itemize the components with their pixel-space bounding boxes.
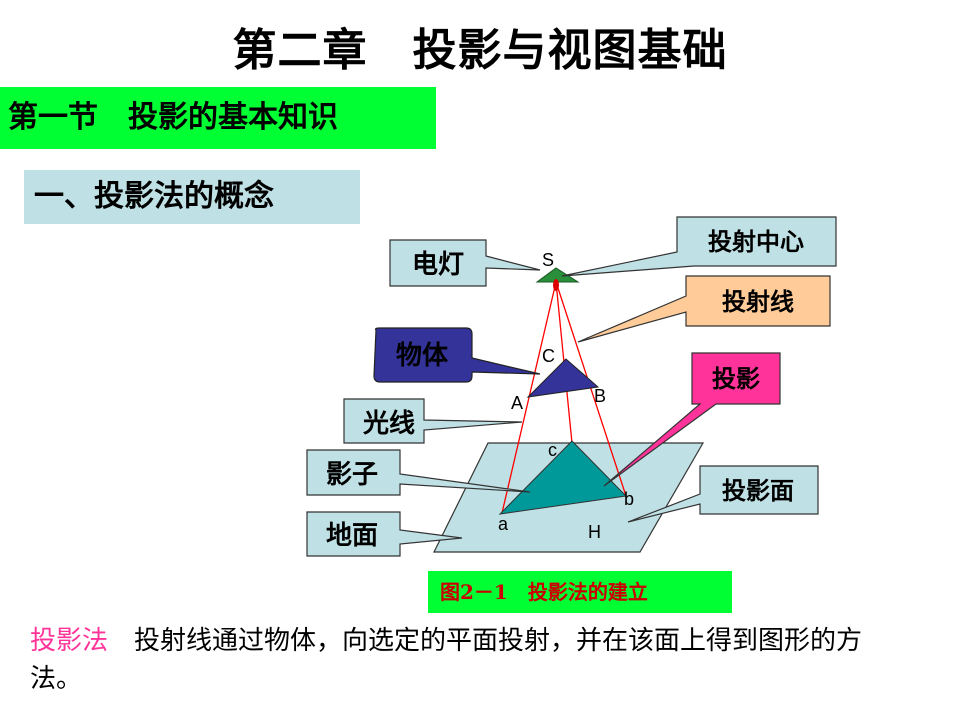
callout-ground: 地面: [306, 511, 463, 557]
callout-projection-center: 投射中心: [561, 216, 837, 277]
callout-shadow: 影子: [306, 449, 531, 496]
callout-object: 物体: [373, 327, 541, 383]
callout-lamp: 电灯: [389, 239, 541, 287]
callout-light-text: 光线: [362, 409, 415, 439]
subsection-heading: 一、投影法的概念: [24, 170, 360, 224]
ray-s-a: [501, 281, 557, 514]
callout-projection-plane-text: 投影面: [722, 477, 794, 505]
definition-term: 投影法: [30, 626, 109, 656]
point-label-B: B: [594, 386, 606, 406]
definition-text: 投射线通过物体，向选定的平面投射，并在该面上得到图形的方法。: [30, 626, 863, 694]
point-label-b: b: [624, 489, 634, 509]
figure-caption: 图2－1 投影法的建立: [428, 571, 732, 613]
callout-object-text: 物体: [396, 341, 449, 371]
callout-ground-text: 地面: [326, 521, 378, 551]
callout-shadow-text: 影子: [326, 460, 378, 490]
point-label-c: c: [548, 440, 557, 460]
callout-projection-center-text: 投射中心: [708, 228, 804, 256]
definition-paragraph: 投影法 投射线通过物体，向选定的平面投射，并在该面上得到图形的方法。: [30, 622, 910, 698]
callout-projection-line-text: 投射线: [722, 288, 794, 316]
callout-light: 光线: [343, 398, 523, 444]
point-label-A: A: [511, 393, 523, 413]
point-label-a: a: [498, 514, 509, 534]
section-heading: 第一节 投影的基本知识: [0, 87, 436, 149]
shadow-triangle: [498, 440, 628, 515]
lamp-bulb: [553, 279, 559, 291]
callout-projection-text: 投影: [712, 365, 760, 393]
object-triangle: [526, 358, 600, 398]
callout-projection-line: 投射线: [577, 275, 831, 343]
point-label-C: C: [542, 346, 555, 366]
point-label-S: S: [542, 250, 554, 270]
callout-projection: 投影: [603, 352, 781, 487]
callout-lamp-text: 电灯: [412, 250, 464, 280]
point-label-H: H: [588, 522, 601, 542]
callout-projection-plane: 投影面: [627, 465, 819, 523]
slide-title: 第二章 投影与视图基础: [232, 25, 728, 76]
ray-s-b: [555, 281, 627, 497]
